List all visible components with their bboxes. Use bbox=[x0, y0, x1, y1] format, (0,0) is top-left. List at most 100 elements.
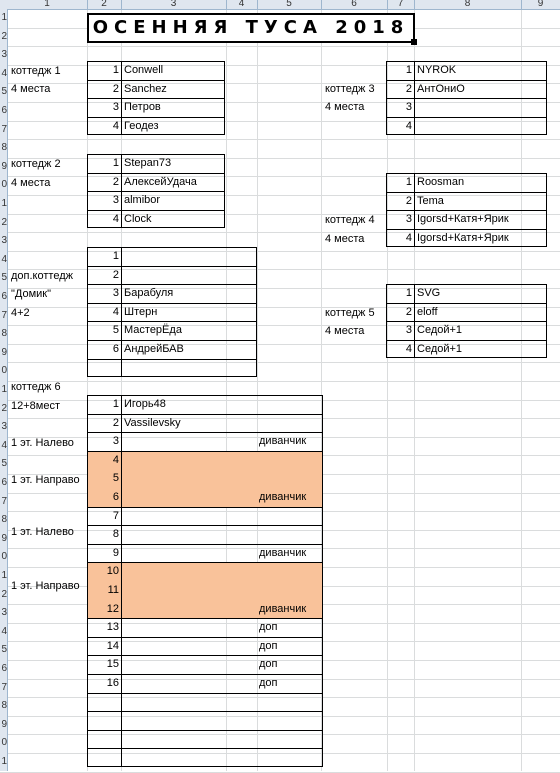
guest-name[interactable]: NYROK bbox=[417, 64, 457, 76]
floor-label: 1 эт. Налево bbox=[11, 437, 74, 449]
row-header[interactable]: 2 bbox=[1, 30, 7, 42]
guest-name[interactable]: АлексейУдача bbox=[124, 175, 197, 188]
row-header[interactable]: 4 bbox=[1, 439, 7, 451]
row-header[interactable]: 3 bbox=[1, 421, 7, 433]
column-separator[interactable] bbox=[387, 0, 388, 9]
row-header[interactable]: 1 bbox=[1, 384, 7, 395]
guest-name[interactable]: SVG bbox=[417, 287, 441, 299]
column-header[interactable]: 6 bbox=[351, 0, 357, 9]
row-header[interactable]: 4 bbox=[1, 253, 7, 265]
column-separator[interactable] bbox=[121, 0, 122, 9]
slot-number: 1 bbox=[405, 287, 412, 299]
guest-name[interactable]: Седой+1 bbox=[417, 342, 463, 355]
row-header[interactable]: 0 bbox=[1, 365, 7, 377]
table-row-line bbox=[87, 562, 323, 564]
row-header[interactable]: 7 bbox=[1, 309, 7, 321]
row-header[interactable]: 1 bbox=[1, 570, 7, 581]
row-header[interactable]: 3 bbox=[1, 235, 7, 247]
row-header[interactable]: 3 bbox=[1, 49, 7, 61]
slot-number: 2 bbox=[112, 268, 119, 281]
extra-cottage-nick: "Домик" bbox=[11, 288, 52, 300]
guest-name[interactable]: Петров bbox=[124, 101, 161, 114]
row-header[interactable]: 6 bbox=[1, 477, 7, 488]
guest-name[interactable]: Stepan73 bbox=[124, 157, 172, 169]
column-header[interactable]: 1 bbox=[44, 0, 50, 9]
column-header[interactable]: 8 bbox=[464, 0, 471, 9]
slot-number: 6 bbox=[112, 491, 119, 503]
row-header[interactable]: 5 bbox=[1, 458, 7, 470]
guest-name[interactable]: АнтОниО bbox=[417, 82, 465, 95]
column-separator[interactable] bbox=[321, 0, 322, 9]
guest-name[interactable]: Roosman bbox=[417, 176, 465, 188]
slot-number: 1 bbox=[405, 64, 412, 76]
column-separator[interactable] bbox=[226, 0, 227, 9]
row-header[interactable]: 6 bbox=[1, 291, 7, 302]
row-header[interactable]: 1 bbox=[1, 12, 7, 23]
table-row-line bbox=[386, 321, 547, 323]
column-separator[interactable] bbox=[414, 0, 415, 9]
row-header[interactable]: 8 bbox=[1, 328, 7, 340]
guest-name[interactable]: eloff bbox=[417, 305, 438, 318]
column-header[interactable]: 3 bbox=[170, 0, 177, 9]
cottage-3-name: коттедж 3 bbox=[325, 83, 375, 95]
guest-name[interactable]: almibor bbox=[124, 194, 161, 207]
column-header[interactable]: 7 bbox=[397, 0, 404, 9]
column-header[interactable]: 5 bbox=[286, 0, 292, 9]
guest-name[interactable]: Conwell bbox=[124, 64, 164, 76]
table-row-line bbox=[87, 674, 323, 675]
row-header[interactable]: 4 bbox=[1, 67, 7, 79]
row-header[interactable]: 9 bbox=[1, 346, 7, 358]
table-divider bbox=[121, 247, 122, 378]
guest-name[interactable]: Clock bbox=[124, 212, 152, 225]
sheet-title[interactable]: ОСЕННЯЯ ТУСА 2018 bbox=[87, 13, 415, 43]
row-header[interactable]: 0 bbox=[1, 551, 7, 563]
guest-name[interactable]: Igorsd+Катя+Ярик bbox=[417, 231, 509, 244]
row-header[interactable]: 5 bbox=[1, 644, 7, 656]
row-header[interactable]: 1 bbox=[1, 198, 7, 209]
row-header[interactable]: 5 bbox=[1, 86, 7, 98]
selection-fill-handle[interactable] bbox=[411, 39, 417, 45]
row-header[interactable]: 8 bbox=[1, 700, 7, 712]
column-separator[interactable] bbox=[521, 0, 522, 9]
guest-name[interactable]: Vassilevsky bbox=[124, 416, 181, 429]
slot-number: 12 bbox=[106, 602, 119, 615]
row-header[interactable]: 0 bbox=[1, 737, 7, 749]
row-header[interactable]: 8 bbox=[1, 514, 7, 526]
row-header[interactable]: 7 bbox=[1, 681, 7, 693]
row-header[interactable]: 9 bbox=[1, 160, 7, 172]
guest-name[interactable]: Штерн bbox=[124, 305, 158, 318]
column-separator[interactable] bbox=[87, 0, 88, 9]
grid-row-line bbox=[0, 157, 560, 159]
guest-name[interactable]: АндрейБАВ bbox=[124, 343, 184, 355]
row-header[interactable]: 2 bbox=[1, 402, 7, 414]
grid-row-line bbox=[0, 362, 560, 364]
row-header[interactable]: 7 bbox=[1, 123, 7, 135]
row-header[interactable]: 0 bbox=[1, 179, 7, 191]
row-header[interactable]: 7 bbox=[1, 495, 7, 507]
row-header[interactable]: 1 bbox=[1, 756, 7, 767]
row-header[interactable]: 6 bbox=[1, 105, 7, 116]
guest-name[interactable]: Игорь48 bbox=[124, 398, 166, 410]
guest-name[interactable]: Геодез bbox=[124, 119, 159, 132]
row-header[interactable]: 6 bbox=[1, 663, 7, 674]
column-header[interactable]: 9 bbox=[537, 0, 544, 9]
guest-name[interactable]: Седой+1 bbox=[417, 324, 463, 337]
row-header[interactable]: 2 bbox=[1, 216, 7, 228]
row-header[interactable]: 9 bbox=[1, 532, 7, 544]
row-header[interactable]: 8 bbox=[1, 142, 7, 154]
guest-name[interactable]: Sanchez bbox=[124, 82, 167, 95]
row-header[interactable]: 9 bbox=[1, 718, 7, 730]
guest-name[interactable]: Tema bbox=[417, 194, 444, 207]
guest-name[interactable]: Igorsd+Катя+Ярик bbox=[417, 213, 509, 226]
column-separator[interactable] bbox=[257, 0, 258, 9]
row-header[interactable]: 2 bbox=[1, 588, 7, 600]
guest-name[interactable]: Барабуля bbox=[124, 287, 174, 300]
column-header[interactable]: 2 bbox=[101, 0, 107, 9]
row-header[interactable]: 4 bbox=[1, 625, 7, 637]
row-header[interactable]: 3 bbox=[1, 607, 7, 619]
slot-note: диванчик bbox=[259, 435, 307, 448]
column-header[interactable]: 4 bbox=[238, 0, 245, 9]
guest-name[interactable]: МастерЁда bbox=[124, 324, 182, 337]
row-header[interactable]: 5 bbox=[1, 272, 7, 284]
